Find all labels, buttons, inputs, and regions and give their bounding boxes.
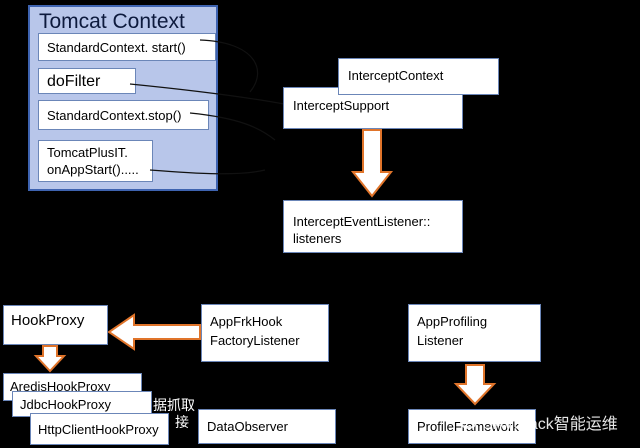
intercept-context-label: InterceptContext (348, 68, 444, 83)
connector-onappstart-line (149, 169, 266, 175)
data-observer-box: DataObserver (198, 409, 336, 444)
intercept-event-listener-label: InterceptEventListener:: listeners (293, 214, 431, 246)
standard-context-start-box: StandardContext. start() (38, 33, 216, 61)
tomcat-context-title: Tomcat Context (39, 10, 185, 33)
standard-context-stop-box: StandardContext.stop() (38, 100, 209, 130)
connector-start-line (199, 39, 259, 93)
jdbc-hook-proxy-label: JdbcHookProxy (20, 397, 112, 412)
intercept-event-listener-box: InterceptEventListener:: listeners (283, 200, 463, 253)
hook-proxy-box: HookProxy (3, 305, 108, 345)
app-frk-hook-label: AppFrkHook FactoryListener (210, 314, 300, 348)
intercept-context-box: InterceptContext (338, 58, 499, 95)
arrow-down-support-to-listener (350, 129, 394, 198)
intercept-support-label: InterceptSupport (293, 98, 390, 113)
connector-dofilter-line (129, 83, 285, 105)
standard-context-start-label: StandardContext. start() (47, 40, 186, 55)
arrow-left-frk-to-hookproxy (107, 313, 201, 351)
do-filter-box: doFilter (38, 68, 136, 94)
tomcat-plus-it-box: TomcatPlusIT. onAppStart()..... (38, 140, 153, 182)
aredis-hook-proxy-label: AredisHookProxy (10, 379, 111, 394)
watermark-label: UAVStack智能运维 (482, 416, 618, 433)
partial-text-2: 接 (175, 414, 189, 430)
standard-context-stop-label: StandardContext.stop() (47, 108, 182, 123)
app-profiling-box: AppProfiling Listener (408, 304, 541, 362)
watermark: UAVStack智能运维 (460, 410, 618, 434)
hook-proxy-label: HookProxy (11, 312, 85, 329)
connector-stop-line (189, 112, 276, 141)
http-client-hook-proxy-label: HttpClientHookProxy (38, 422, 159, 437)
app-frk-hook-box: AppFrkHook FactoryListener (201, 304, 329, 362)
tomcat-plus-it-label: TomcatPlusIT. onAppStart()..... (47, 145, 139, 177)
arrow-down-hookproxy-to-aredis (33, 345, 67, 373)
data-observer-label: DataObserver (207, 419, 288, 434)
wechat-icon (460, 415, 477, 429)
partial-text-1: 据抓取 (153, 397, 195, 413)
app-profiling-label: AppProfiling Listener (417, 314, 488, 348)
http-client-hook-proxy-box: HttpClientHookProxy (30, 413, 169, 445)
do-filter-label: doFilter (47, 73, 101, 90)
arrow-down-profiling-to-framework (453, 364, 497, 406)
